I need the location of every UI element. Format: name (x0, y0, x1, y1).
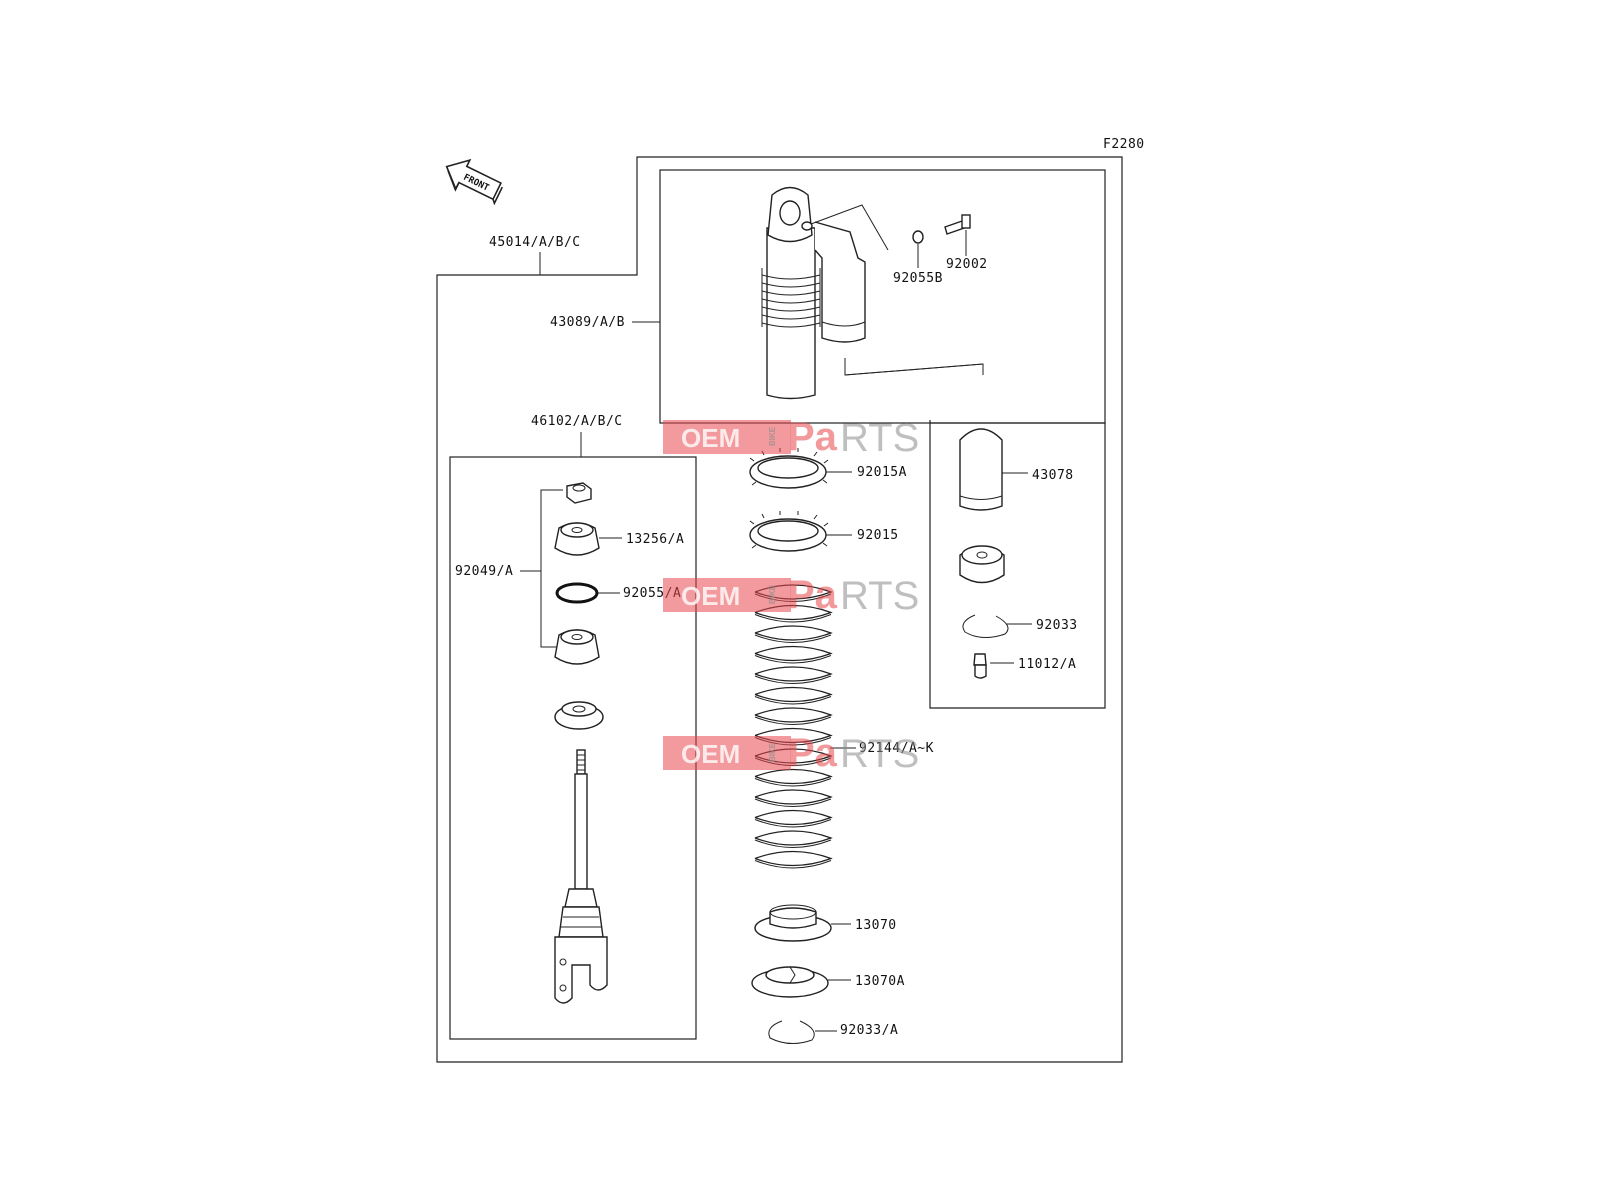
spring-coil-edge (754, 860, 832, 869)
label-bladder: 43078 (1032, 468, 1074, 483)
spring-coil-edge (754, 675, 832, 684)
bladder-part (959, 428, 1028, 511)
spring-coil-edge (754, 716, 832, 725)
bolt-part (944, 214, 971, 256)
assembly-frame (436, 156, 1123, 1063)
watermark-bike: BIKE (768, 426, 777, 446)
lock-nut-part (749, 511, 852, 552)
spring-coil-edge (754, 634, 832, 643)
shock-body-part (761, 186, 889, 400)
label-bush: 13256/A (626, 532, 684, 547)
spring-coil-edge (754, 819, 832, 828)
reservoir-frame (929, 422, 1106, 709)
spring-coil-edge (754, 655, 832, 664)
watermark-bike: BIKE (768, 584, 777, 604)
washer-part (554, 701, 604, 730)
oring-b-part (912, 230, 924, 268)
label-rod-assy: 46102/A/B/C (531, 414, 623, 429)
watermark-pa: Pa (788, 415, 838, 459)
spring-coil (754, 809, 833, 826)
label-lock-nut: 92015 (857, 528, 899, 543)
watermark-rts: RTS (840, 416, 919, 460)
spring-coil (754, 707, 833, 723)
watermark-box (663, 736, 791, 770)
watermark-oem: OEM (681, 423, 740, 453)
watermark-rts: RTS (840, 732, 919, 776)
lock-nut-a-part (749, 448, 852, 489)
watermark-bike: BIKE (768, 742, 777, 762)
watermark-pa: Pa (788, 573, 838, 617)
label-bolt: 92002 (946, 257, 988, 272)
spring-coil-edge (754, 798, 832, 807)
label-circlip: 92033/A (840, 1023, 898, 1038)
label-seat: 13070 (855, 918, 897, 933)
spring-part (754, 584, 833, 869)
oring-a-part (555, 582, 620, 604)
spring-coil-edge (754, 839, 832, 848)
valve-part (973, 653, 1014, 679)
spring-coil (754, 625, 833, 641)
label-body: 43089/A/B (550, 315, 625, 330)
diagram-code: F2280 (1103, 137, 1145, 152)
circlip-part (768, 1020, 837, 1044)
spring-coil (754, 830, 833, 846)
watermark-rts: RTS (840, 574, 919, 618)
label-oring-b: 92055B (893, 271, 943, 286)
cap-ring-part (962, 614, 1032, 638)
watermark-oem: OEM (681, 739, 740, 769)
cap-part (959, 545, 1005, 584)
nut-part (566, 482, 592, 504)
shock-body-frame (659, 169, 1106, 424)
nut-assy-bracket (520, 489, 563, 648)
watermark-box (663, 578, 791, 612)
label-lock-nut-a: 92015A (857, 465, 907, 480)
bush-part (554, 522, 622, 556)
spring-coil (754, 686, 833, 703)
spring-seat-part (754, 904, 851, 942)
label-valve: 11012/A (1018, 657, 1076, 672)
bush-lower-part (554, 629, 600, 665)
front-arrow-icon: FRONT (445, 158, 504, 206)
spring-seat-a-part (751, 966, 851, 998)
spring-coil (754, 666, 833, 682)
spring-coil-edge (754, 614, 832, 623)
watermark-pa: Pa (788, 731, 838, 775)
label-seat-a: 13070A (855, 974, 905, 989)
watermark-box (663, 420, 791, 454)
label-spring: 92144/A~K (859, 741, 934, 756)
spring-coil (754, 645, 833, 662)
spring-coil-edge (754, 696, 832, 705)
label-assembly: 45014/A/B/C (489, 235, 581, 250)
watermark-oem: OEM (681, 581, 740, 611)
spring-coil (754, 768, 833, 785)
label-cap-ring: 92033 (1036, 618, 1078, 633)
spring-coil-edge (754, 778, 832, 787)
spring-coil (754, 789, 833, 805)
label-nut-assy: 92049/A (455, 564, 513, 579)
reservoir-connector (844, 358, 984, 376)
spring-coil (754, 850, 833, 867)
piston-rod-part (554, 749, 608, 1004)
